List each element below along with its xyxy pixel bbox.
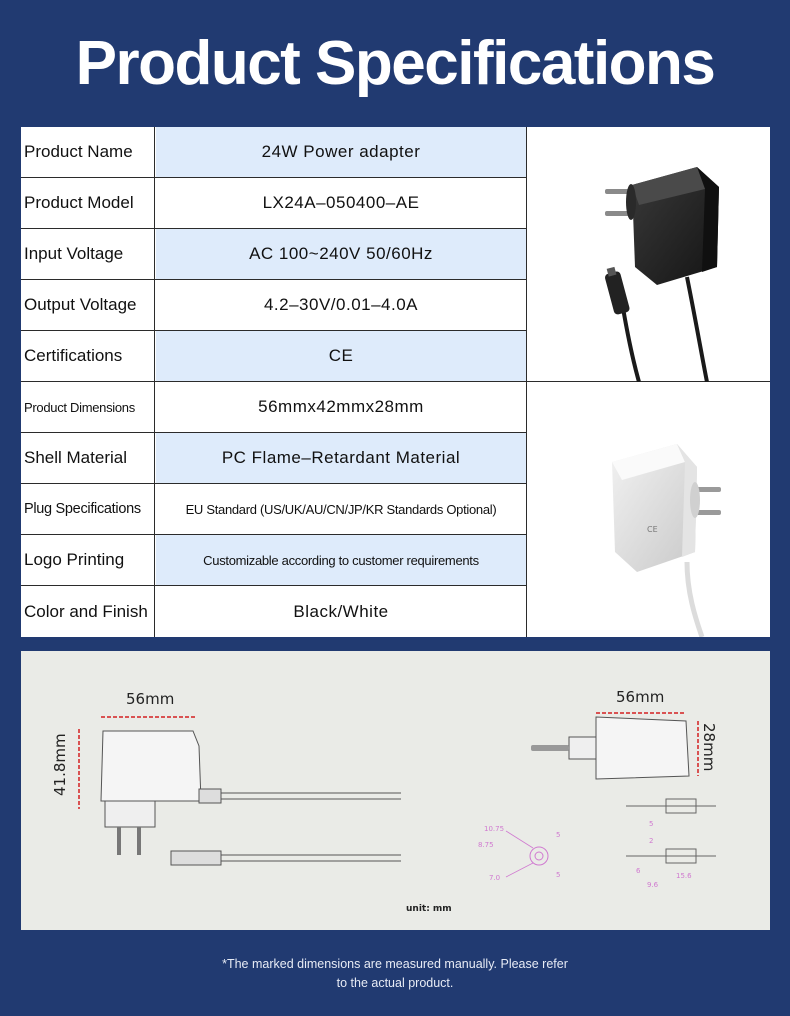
spec-label: Input Voltage [21, 229, 155, 279]
tip-dim-a: 5 [649, 820, 653, 828]
tip-dim-d: 15.6 [676, 872, 692, 880]
spec-label: Logo Printing [21, 535, 155, 585]
tip-dim-b: 2 [649, 837, 653, 845]
spec-value: Black/White [293, 601, 389, 621]
footnote-line-1: *The marked dimensions are measured manu… [222, 957, 568, 971]
spec-value: PC Flame–Retardant Material [156, 433, 526, 483]
spec-label: Color and Finish [21, 586, 155, 637]
spec-row-product-model: Product Model LX24A–050400–AE [21, 178, 526, 229]
unit-label: unit: mm [406, 904, 452, 914]
spec-value: CE [156, 331, 526, 381]
spec-row-logo-printing: Logo Printing Customizable according to … [21, 535, 526, 586]
plug-dim-1: 10.75 [484, 825, 504, 833]
side-width-label: 56mm [616, 688, 664, 706]
spec-label: Certifications [21, 331, 155, 381]
side-depth-label: 28mm [700, 723, 718, 771]
spec-label: Shell Material [21, 433, 155, 483]
spec-label: Product Name [21, 127, 155, 177]
black-adapter-image [526, 127, 770, 382]
page-title: Product Specifications [75, 29, 716, 98]
tip-dim-c: 6 [636, 867, 641, 875]
spec-label: Product Model [21, 178, 155, 228]
svg-text:CE: CE [647, 525, 658, 534]
plug-dim-2: 8.75 [478, 841, 494, 849]
spec-value: 4.2–30V/0.01–4.0A [263, 295, 419, 314]
front-height-label: 41.8mm [51, 733, 69, 796]
plug-dim-3: 7.0 [489, 874, 500, 882]
spec-table: Product Name 24W Power adapter Product M… [21, 127, 770, 637]
spec-value: 24W Power adapter [156, 127, 526, 177]
spec-label: Plug Specifications [21, 484, 155, 534]
spec-row-input-voltage: Input Voltage AC 100~240V 50/60Hz [21, 229, 526, 280]
dimension-diagram: 56mm 41.8mm 56mm 28mm [21, 651, 770, 930]
spec-row-product-dimensions: Product Dimensions 56mmx42mmx28mm [21, 382, 526, 433]
spec-row-shell-material: Shell Material PC Flame–Retardant Materi… [21, 433, 526, 484]
footnote-line-2: to the actual product. [336, 976, 454, 990]
spec-label: Product Dimensions [21, 382, 155, 432]
spec-label: Output Voltage [21, 280, 155, 330]
plug-dim-4: 5 [556, 831, 560, 839]
plug-dim-5: 5 [556, 871, 560, 879]
tip-dim-e: 9.6 [647, 881, 659, 889]
white-adapter-image: CE [526, 382, 770, 637]
front-width-label: 56mm [126, 690, 174, 708]
spec-row-color-finish: Color and Finish Black/White [21, 586, 526, 637]
spec-row-output-voltage: Output Voltage 4.2–30V/0.01–4.0A [21, 280, 526, 331]
spec-value: AC 100~240V 50/60Hz [156, 229, 526, 279]
spec-value: LX24A–050400–AE [262, 193, 420, 212]
spec-value: Customizable according to customer requi… [156, 535, 526, 585]
spec-row-certifications: Certifications CE [21, 331, 526, 382]
spec-row-product-name: Product Name 24W Power adapter [21, 127, 526, 178]
spec-value: EU Standard (US/UK/AU/CN/JP/KR Standards… [185, 501, 497, 517]
footnote: *The marked dimensions are measured manu… [0, 955, 790, 993]
spec-row-plug-specifications: Plug Specifications EU Standard (US/UK/A… [21, 484, 526, 535]
spec-value: 56mmx42mmx28mm [258, 397, 424, 416]
